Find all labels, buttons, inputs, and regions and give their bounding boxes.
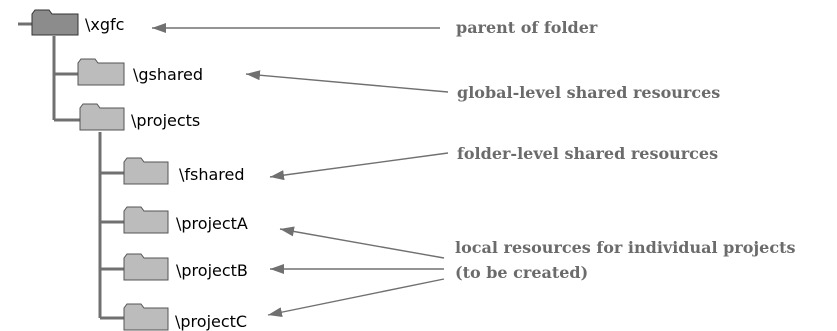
folder-xgfc: \xgfc bbox=[31, 9, 124, 36]
folder-icon bbox=[123, 303, 169, 331]
folder-icon bbox=[123, 157, 169, 185]
folder-icon bbox=[123, 253, 169, 281]
folder-icon bbox=[79, 103, 125, 131]
folder-label-projectB: \projectB bbox=[176, 261, 248, 280]
annotation-local-line2: (to be created) bbox=[455, 263, 588, 282]
arrow-projectC bbox=[267, 278, 445, 318]
folder-label-projectC: \projectC bbox=[175, 312, 247, 331]
annotation-arrows bbox=[152, 23, 449, 318]
folder-gshared: \gshared bbox=[77, 58, 203, 86]
folder-fshared: \fshared bbox=[123, 157, 245, 185]
folder-label-gshared: \gshared bbox=[133, 65, 203, 84]
folder-projectC: \projectC bbox=[123, 303, 247, 331]
arrow-global bbox=[245, 70, 449, 93]
arrow-folder-level bbox=[269, 152, 449, 181]
folder-label-projectA: \projectA bbox=[176, 214, 248, 233]
folder-label-fshared: \fshared bbox=[179, 165, 245, 184]
folder-label-projects: \projects bbox=[131, 111, 200, 130]
folder-projectB: \projectB bbox=[123, 253, 248, 281]
annotation-parent: parent of folder bbox=[456, 18, 598, 37]
folder-label-xgfc: \xgfc bbox=[85, 15, 124, 34]
annotation-local-line1: local resources for individual projects bbox=[455, 238, 796, 257]
folder-projectA: \projectA bbox=[123, 206, 248, 234]
arrow-projectA bbox=[279, 226, 445, 259]
annotation-global: global-level shared resources bbox=[457, 83, 720, 102]
tree-connectors bbox=[18, 22, 124, 320]
annotation-folder-level: folder-level shared resources bbox=[457, 144, 718, 163]
folder-icon bbox=[77, 58, 125, 86]
folder-icon bbox=[31, 9, 79, 36]
folder-icon bbox=[123, 206, 169, 234]
folder-projects: \projects bbox=[79, 103, 200, 131]
